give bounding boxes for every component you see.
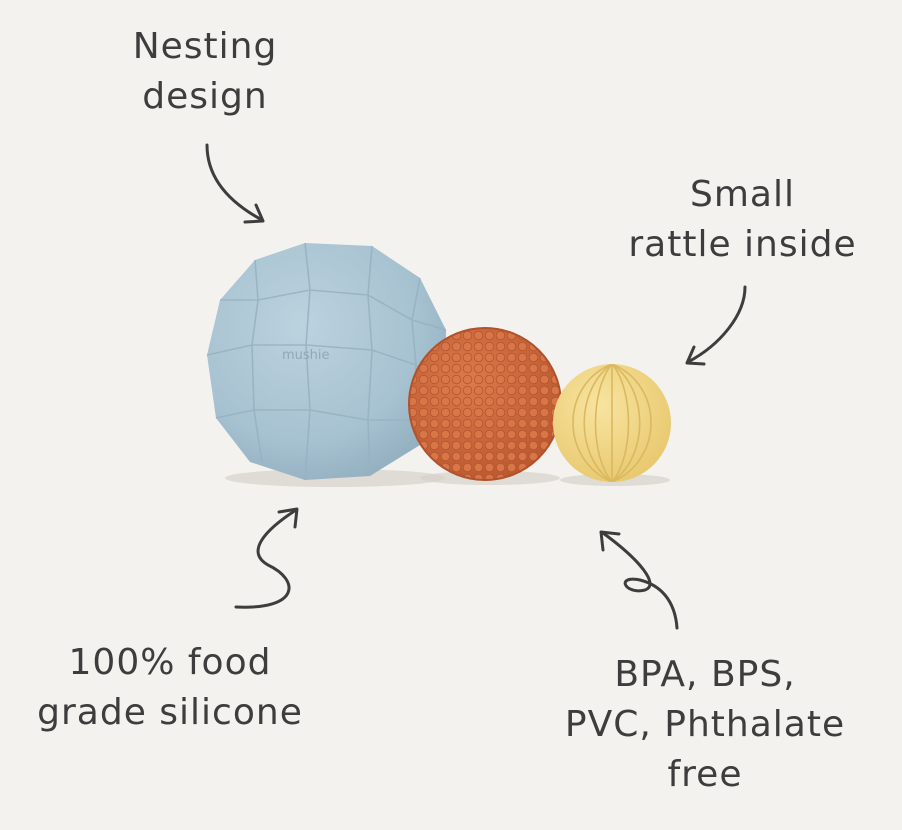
arrow-to-nesting bbox=[205, 143, 265, 224]
small-yellow-ball bbox=[553, 364, 671, 482]
callout-line: Small bbox=[690, 174, 795, 215]
arrow-to-rattle bbox=[685, 285, 747, 366]
callout-line: Nesting bbox=[132, 26, 278, 67]
callout-line: 100% food bbox=[68, 642, 272, 683]
callout-bpa-free: BPA, BPS, PVC, Phthalate free bbox=[545, 650, 865, 800]
arrow-to-silicone bbox=[234, 507, 299, 609]
callout-line: rattle inside bbox=[628, 224, 857, 265]
large-blue-ball: mushie bbox=[206, 242, 447, 481]
callout-food-grade-silicone: 100% food grade silicone bbox=[10, 638, 330, 738]
arrow-to-free bbox=[599, 530, 679, 630]
medium-orange-ball bbox=[408, 327, 562, 481]
callout-line: BPA, BPS, bbox=[614, 654, 796, 695]
brand-mark: mushie bbox=[282, 348, 330, 363]
callout-nesting-design: Nesting design bbox=[110, 22, 300, 122]
callout-line: grade silicone bbox=[37, 692, 303, 733]
callout-line: free bbox=[667, 754, 743, 795]
callout-line: PVC, Phthalate bbox=[564, 704, 846, 745]
callout-small-rattle: Small rattle inside bbox=[600, 170, 885, 270]
callout-line: design bbox=[142, 76, 268, 117]
